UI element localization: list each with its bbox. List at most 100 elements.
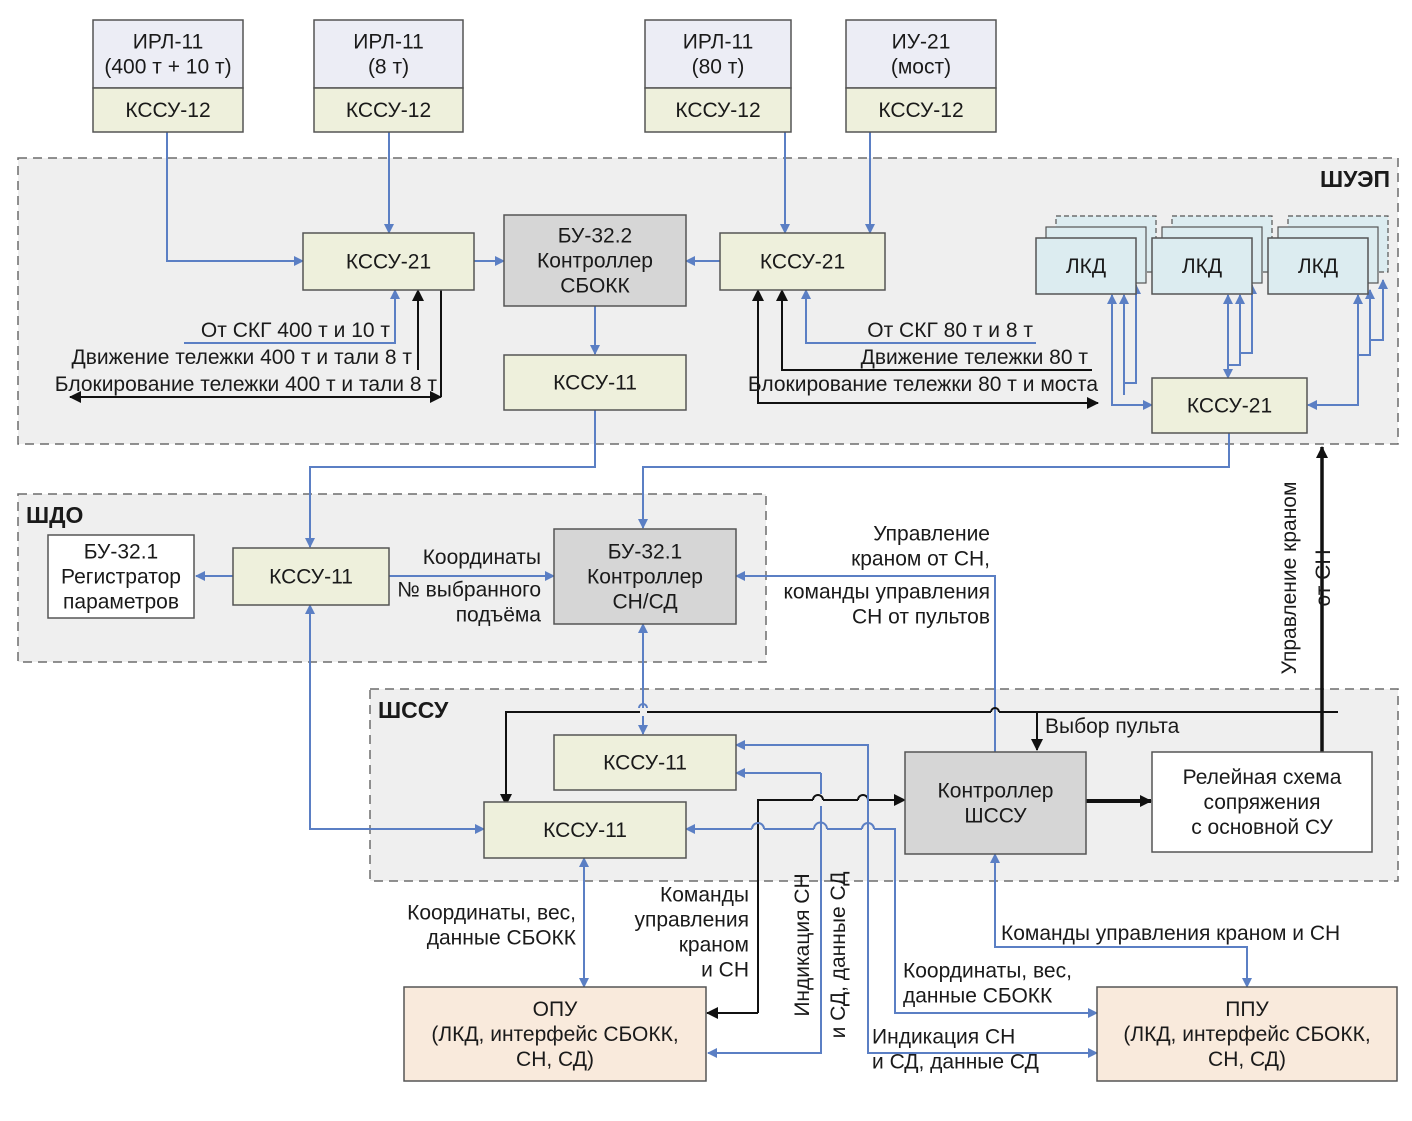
label-vertical-ctrl: Управление краном от СН	[1278, 482, 1335, 675]
top-unit-3-kssu12-line-1: КССУ-12	[675, 99, 760, 122]
top-unit-1: ИРЛ-11(400 т + 10 т) КССУ-12	[92, 19, 244, 133]
label-ind-v1-line-1: Индикация СН	[791, 873, 814, 1016]
label-sn-cmds-line-2: СН от пультов	[852, 606, 990, 629]
block-bu321-ctrl-line-2: Контроллер	[587, 566, 703, 589]
label-coords-line-1: Координаты	[423, 546, 541, 569]
label-ind-v2-line-1: и СД, данные СД	[827, 872, 850, 1039]
top-unit-2-sensor-line-2: (8 т)	[368, 56, 409, 79]
label-ind-v1: Индикация СН	[791, 873, 814, 1016]
label-crane-ctrl-line-1: Управление	[873, 523, 990, 546]
block-relay-line-3: с основной СУ	[1191, 816, 1333, 839]
block-opu: ОПУ(ЛКД, интерфейс СБОКК,СН, СД)	[403, 986, 707, 1082]
label-vertical-ctrl-line-2: от СН	[1312, 549, 1335, 606]
top-unit-2-kssu12-line-1: КССУ-12	[346, 99, 431, 122]
label-coords-opu-line-1: Координаты, вес,	[407, 902, 576, 925]
label-ind-ppu-line-2: и СД, данные СД	[872, 1051, 1039, 1074]
label-move-80: Движение тележки 80 т	[861, 346, 1089, 369]
block-bu321-reg-line-3: параметров	[63, 591, 179, 614]
block-kssu21-right: КССУ-21	[1151, 377, 1308, 434]
block-bu322-line-3: СБОКК	[560, 275, 630, 298]
label-block-400: Блокирование тележки 400 т и тали 8 т	[55, 373, 438, 396]
label-coords-opu-line-2: данные СБОКК	[427, 927, 577, 950]
top-unit-3: ИРЛ-11(80 т)КССУ-12	[644, 19, 792, 133]
block-kssu11-shssu-bot-line-1: КССУ-11	[543, 819, 627, 842]
label-coords: Координаты	[423, 546, 541, 569]
block-kssu21-right-line-1: КССУ-21	[1187, 395, 1272, 418]
top-unit-4-sensor-line-2: (мост)	[891, 56, 951, 79]
top-unit-1-sensor-line-2: (400 т + 10 т)	[104, 56, 231, 79]
label-sn-cmds-line-1: команды управления	[783, 581, 990, 604]
block-ppu-line-2: (ЛКД, интерфейс СБОКК,	[1123, 1023, 1370, 1046]
label-ind-ppu-line-1: Индикация СН	[872, 1026, 1015, 1049]
block-bu321-ctrl-line-1: БУ-32.1	[608, 541, 683, 564]
label-cmds-opu-line-3: краном	[679, 934, 749, 957]
block-ctrl-shssu-line-1: Контроллер	[938, 780, 1054, 803]
label-select-panel: Выбор пульта	[1045, 715, 1180, 738]
label-ind-v2: и СД, данные СД	[827, 872, 850, 1039]
block-opu-line-3: СН, СД)	[516, 1048, 594, 1071]
label-lift-line-1: № выбранного	[397, 579, 541, 602]
block-kssu11-shssu-top-line-1: КССУ-11	[603, 752, 687, 775]
label-cmds-ppu-line-1: Команды управления краном и СН	[1001, 922, 1340, 945]
label-crane-ctrl-line-2: краном от СН,	[851, 548, 990, 571]
top-unit-3-sensor-line-1: ИРЛ-11	[683, 31, 754, 54]
block-lkd-3-line-1: ЛКД	[1298, 255, 1338, 278]
label-cmds-opu-line-2: управления	[634, 909, 749, 932]
label-cmds-ppu: Команды управления краном и СН	[1001, 922, 1340, 945]
label-skg-80: От СКГ 80 т и 8 т	[867, 319, 1033, 342]
label-move-400-line-1: Движение тележки 400 т и тали 8 т	[72, 346, 413, 369]
block-kssu21-mid-line-1: КССУ-21	[760, 251, 845, 274]
block-kssu21-left: КССУ-21	[302, 232, 475, 291]
label-lift-line-2: подъёма	[456, 604, 542, 627]
block-bu321-ctrl-line-3: СН/СД	[612, 591, 677, 614]
label-skg-80-line-1: От СКГ 80 т и 8 т	[867, 319, 1033, 342]
connections	[69, 132, 1388, 1058]
top-unit-4-kssu12-line-1: КССУ-12	[878, 99, 963, 122]
blocks: КССУ-21БУ-32.2КонтроллерСБОКККССУ-21КССУ…	[47, 19, 1398, 1082]
top-unit-2: ИРЛ-11(8 т) КССУ-12	[313, 19, 464, 133]
block-bu322-line-1: БУ-32.2	[558, 225, 633, 248]
block-kssu11-shuep-line-1: КССУ-11	[553, 372, 637, 395]
block-opu-line-2: (ЛКД, интерфейс СБОКК,	[431, 1023, 678, 1046]
label-coords-ppu: Координаты, вес,данные СБОКК	[903, 960, 1072, 1008]
top-unit-1-sensor-line-1: ИРЛ-11	[133, 31, 204, 54]
label-cmds-opu-line-4: и СН	[701, 959, 749, 982]
block-bu321-reg-line-1: БУ-32.1	[84, 541, 159, 564]
block-kssu21-mid: КССУ-21	[719, 232, 886, 291]
block-bu322-line-2: Контроллер	[537, 250, 653, 273]
top-unit-2-sensor-line-1: ИРЛ-11	[353, 31, 424, 54]
block-relay-line-2: сопряжения	[1203, 791, 1320, 814]
block-lkd-1: ЛКД	[1035, 215, 1157, 295]
label-vertical-ctrl-line-1: Управление краном	[1278, 482, 1301, 675]
label-block-80: Блокирование тележки 80 т и моста	[748, 373, 1099, 396]
block-ppu: ППУ(ЛКД, интерфейс СБОКК,СН, СД)	[1096, 986, 1398, 1082]
top-unit-4-sensor-line-1: ИУ-21	[892, 31, 951, 54]
labels: От СКГ 400 т и 10 т Движение тележки 400 …	[55, 319, 1340, 1074]
block-kssu11-shdo: КССУ-11	[232, 547, 390, 606]
label-move-80-line-1: Движение тележки 80 т	[861, 346, 1089, 369]
label-cmds-opu-line-1: Команды	[660, 884, 749, 907]
label-skg-400: От СКГ 400 т и 10 т	[201, 319, 390, 342]
label-skg-400-line-1: От СКГ 400 т и 10 т	[201, 319, 390, 342]
label-ind-ppu: Индикация СНи СД, данные СД	[872, 1026, 1039, 1074]
block-kssu11-shdo-line-1: КССУ-11	[269, 566, 353, 589]
label-coords-opu: Координаты, вес,данные СБОКК	[407, 902, 577, 950]
label-block-400-line-1: Блокирование тележки 400 т и тали 8 т	[55, 373, 438, 396]
top-unit-4: ИУ-21(мост) КССУ-12	[845, 19, 997, 133]
top-unit-1-kssu12-line-1: КССУ-12	[125, 99, 210, 122]
label-select-panel-line-1: Выбор пульта	[1045, 715, 1180, 738]
section-shuep-title: ШУЭП	[1320, 166, 1390, 192]
section-shdo-title: ШДО	[26, 502, 83, 528]
block-kssu11-shssu-top: КССУ-11	[553, 734, 737, 791]
block-ppu-line-3: СН, СД)	[1208, 1048, 1286, 1071]
block-relay-line-1: Релейная схема	[1183, 766, 1342, 789]
